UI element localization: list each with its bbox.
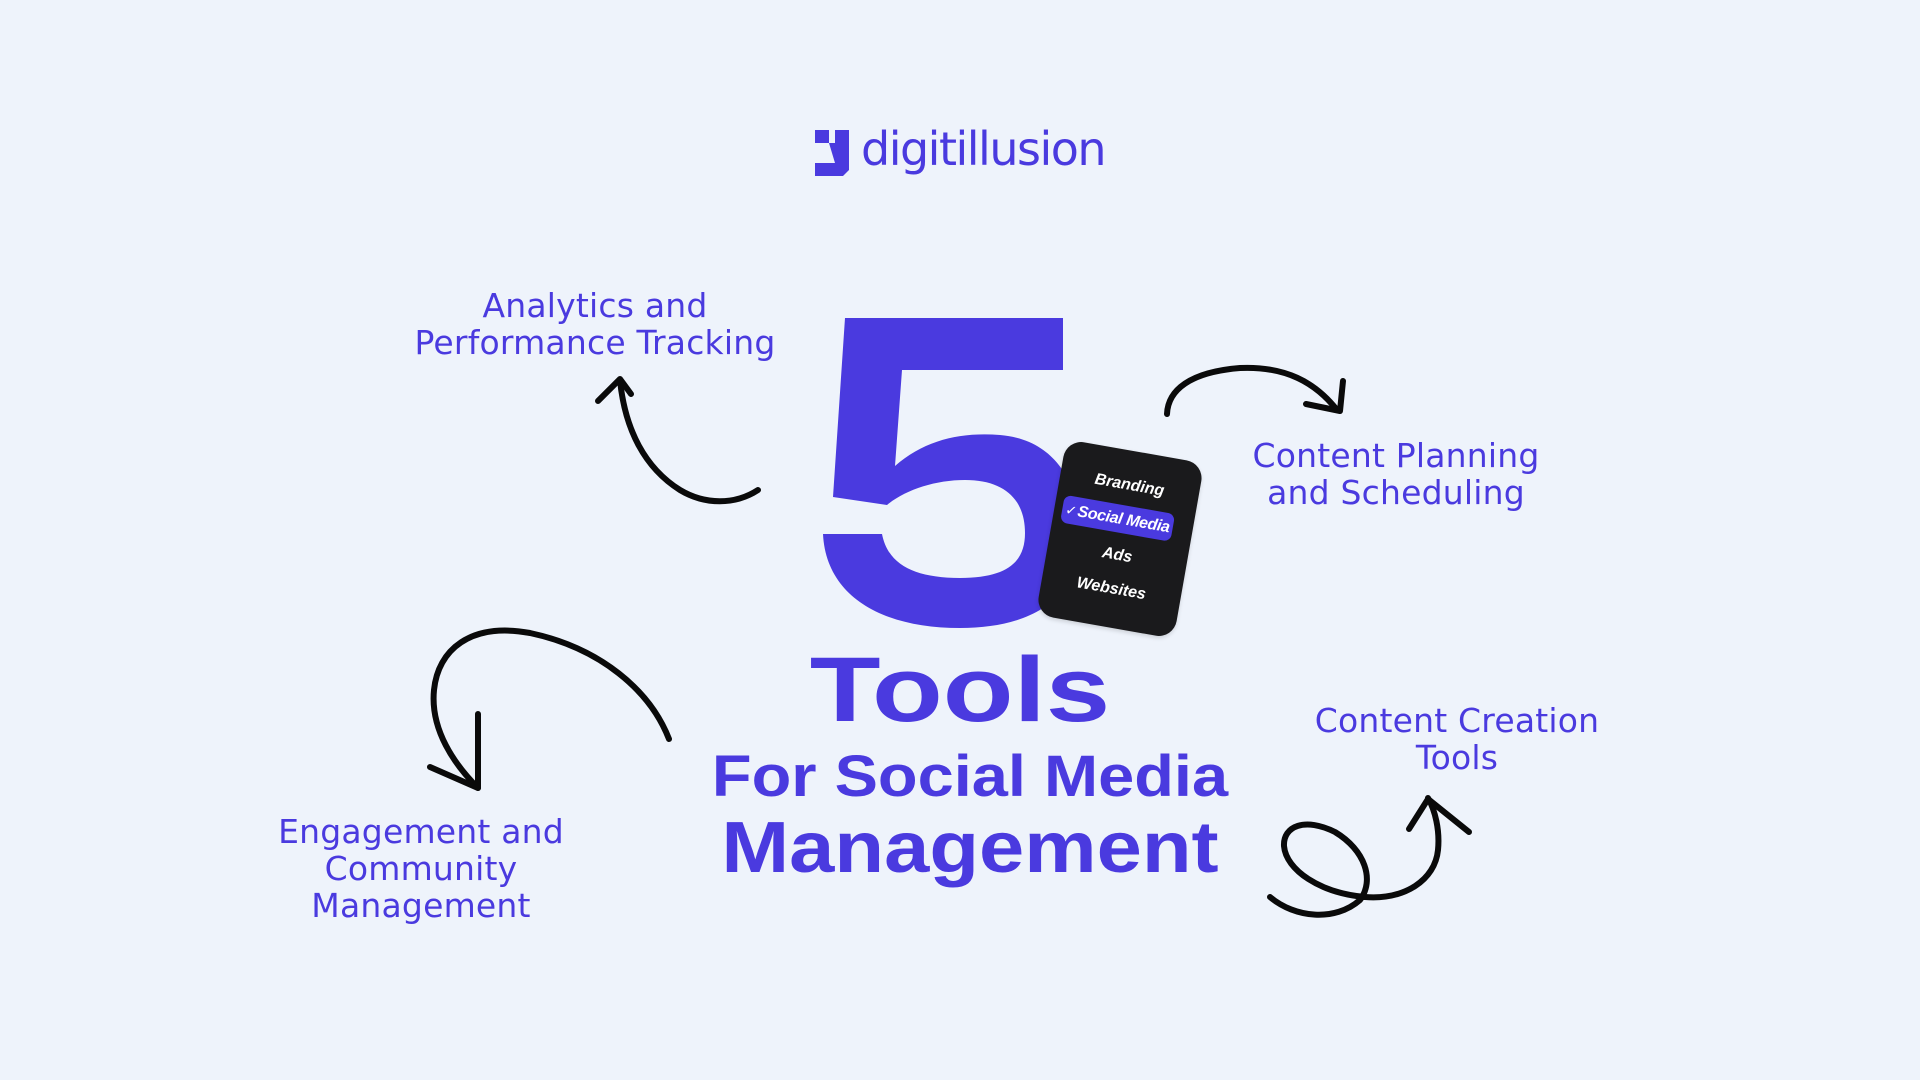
label-line: Management	[311, 886, 531, 925]
service-menu-card: Branding ✓Social Media Ads Websites	[1035, 439, 1205, 639]
logo-mark-icon	[815, 130, 849, 176]
brand-logo: digitillusion	[815, 122, 1107, 178]
arrow-to-analytics-icon	[595, 376, 761, 505]
label-line: Tools	[1415, 738, 1499, 777]
label-line: Performance Tracking	[414, 323, 776, 362]
menu-item-label: Social Media	[1076, 503, 1172, 537]
label-analytics: Analytics and Performance Tracking	[395, 287, 795, 361]
label-line: Analytics and	[482, 286, 708, 325]
label-line: and Scheduling	[1267, 473, 1525, 512]
title-for-social-media: For Social Media	[711, 744, 1229, 809]
brand-name: digitillusion	[861, 122, 1107, 176]
title-tools: Tools	[809, 639, 1111, 741]
label-content-planning: Content Planning and Scheduling	[1236, 437, 1556, 511]
label-line: Engagement and	[278, 812, 564, 851]
label-line: Content Creation	[1314, 701, 1600, 740]
title-management: Management	[721, 808, 1219, 888]
label-line: Community	[324, 849, 518, 888]
arrow-to-content-planning-icon	[1164, 364, 1346, 417]
number-five-graphic	[823, 318, 1080, 628]
label-content-creation: Content Creation Tools	[1297, 702, 1617, 776]
label-engagement: Engagement and Community Management	[261, 813, 581, 924]
label-line: Content Planning	[1252, 436, 1540, 475]
